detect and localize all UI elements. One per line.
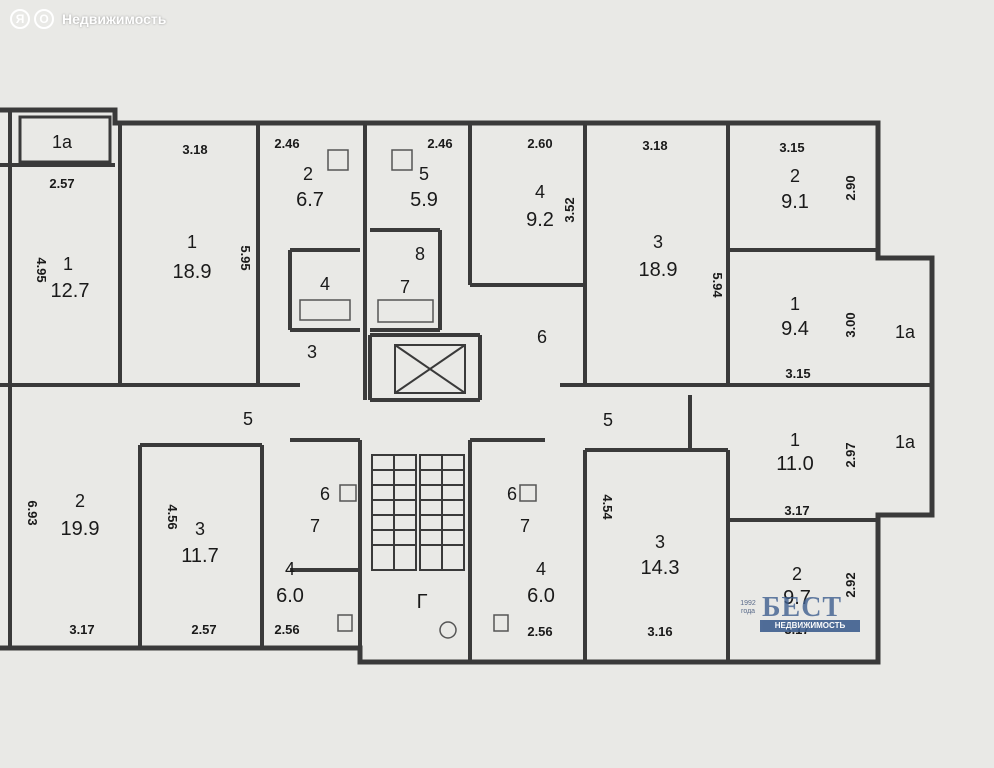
- logo-letter-2: О: [39, 12, 49, 26]
- room-labels: 1а 1 12.7 1 18.9 2 6.7 5 5.9 4 9.2 3 18.…: [51, 132, 916, 613]
- room-area: 14.3: [641, 557, 680, 579]
- dimension-label: 2.46: [274, 136, 299, 151]
- dimension-label: 2.60: [527, 136, 552, 151]
- watermark-year: 1992 года: [738, 600, 758, 616]
- room-number: 1а: [895, 432, 916, 452]
- elevator-shaft: [394, 344, 466, 394]
- dimension-label: 3.16: [647, 624, 672, 639]
- room-number: 7: [310, 516, 320, 536]
- room-number: 1: [63, 254, 73, 274]
- room-number: 1а: [52, 132, 73, 152]
- room-number: 1: [790, 294, 800, 314]
- room-number: 2: [792, 564, 802, 584]
- dimension-label: 5.94: [710, 272, 725, 298]
- dimension-label: 2.57: [191, 622, 216, 637]
- room-number: 6: [507, 484, 517, 504]
- yandex-logo-icon[interactable]: Я: [10, 9, 30, 29]
- realty-logo-icon[interactable]: О: [34, 9, 54, 29]
- room-number: 2: [790, 166, 800, 186]
- dimension-label: 3.17: [69, 622, 94, 637]
- room-number: 4: [320, 274, 330, 294]
- room-number: 3: [307, 342, 317, 362]
- room-area: 9.4: [781, 318, 809, 340]
- room-area: 9.7: [783, 587, 811, 609]
- room-number: 2: [303, 164, 313, 184]
- room-number: 4: [535, 182, 545, 202]
- room-area: 5.9: [410, 189, 438, 211]
- dimension-label: 2.90: [843, 175, 858, 200]
- room-number: 5: [603, 410, 613, 430]
- room-number: 4: [285, 559, 295, 579]
- dimension-label: 2.92: [843, 572, 858, 597]
- room-number: 1: [790, 430, 800, 450]
- room-number: 2: [75, 491, 85, 511]
- room-number: 6: [537, 327, 547, 347]
- room-area: 18.9: [173, 261, 212, 283]
- dimension-label: 6.93: [25, 500, 40, 525]
- dimension-label: 2.57: [49, 176, 74, 191]
- room-number: 3: [655, 532, 665, 552]
- room-number: 5: [243, 409, 253, 429]
- watermark-brand: БЕСТ: [762, 592, 843, 623]
- watermark-band: НЕДВИЖИМОСТЬ: [760, 620, 860, 632]
- room-number: 3: [653, 232, 663, 252]
- room-number: 1а: [895, 322, 916, 342]
- room-area: 18.9: [639, 259, 678, 281]
- room-number: 3: [195, 519, 205, 539]
- dimension-label: 3.18: [642, 138, 667, 153]
- dimension-label: 2.46: [427, 136, 452, 151]
- dimension-label: 3.15: [785, 366, 810, 381]
- room-area: 11.7: [181, 545, 218, 567]
- balconies: [18, 115, 112, 164]
- room-number: 8: [415, 244, 425, 264]
- room-number: 7: [400, 277, 410, 297]
- room-number: 6: [320, 484, 330, 504]
- watermark-year-word: года: [740, 608, 756, 615]
- room-number: 7: [520, 516, 530, 536]
- room-area: 6.0: [527, 585, 555, 607]
- dimension-label: 3.17: [784, 503, 809, 518]
- dimension-label: 2.97: [843, 442, 858, 467]
- interior-walls: [0, 110, 932, 662]
- dimension-label: 3.00: [843, 312, 858, 337]
- room-area: 9.2: [526, 209, 554, 231]
- logo-letter: Я: [15, 12, 25, 26]
- room-number: 4: [536, 559, 546, 579]
- dimension-labels: 2.57 3.18 2.46 2.46 2.60 3.18 3.15 4.95 …: [25, 136, 858, 639]
- room-area: 19.9: [61, 518, 100, 540]
- watermark-year-number: 1992: [740, 600, 756, 607]
- room-number: 5: [419, 164, 429, 184]
- staircase: [371, 454, 465, 571]
- dimension-label: 3.15: [779, 140, 804, 155]
- dimension-label: 2.56: [274, 622, 299, 637]
- dimension-label: 4.56: [165, 504, 180, 529]
- best-realty-watermark: 1992 года БЕСТ НЕДВИЖИМОСТЬ: [738, 592, 862, 636]
- room-area: 12.7: [51, 280, 90, 302]
- dimension-label: 4.54: [600, 494, 615, 520]
- dimension-label: 3.52: [562, 197, 577, 222]
- room-area: 6.0: [276, 585, 304, 607]
- room-area: 9.1: [781, 191, 809, 213]
- room-number: 1: [187, 232, 197, 252]
- room-area: 11.0: [776, 453, 813, 475]
- brand-name[interactable]: Недвижимость: [62, 11, 167, 27]
- dimension-label: 4.95: [34, 257, 49, 282]
- sanitary-fixtures: [299, 149, 537, 639]
- room-number: Г: [417, 591, 428, 613]
- room-area: 6.7: [296, 189, 324, 211]
- dimension-label: 2.56: [527, 624, 552, 639]
- dimension-label: 3.18: [182, 142, 207, 157]
- site-header: Я О Недвижимость: [10, 8, 166, 30]
- dimension-label: 5.95: [238, 245, 253, 270]
